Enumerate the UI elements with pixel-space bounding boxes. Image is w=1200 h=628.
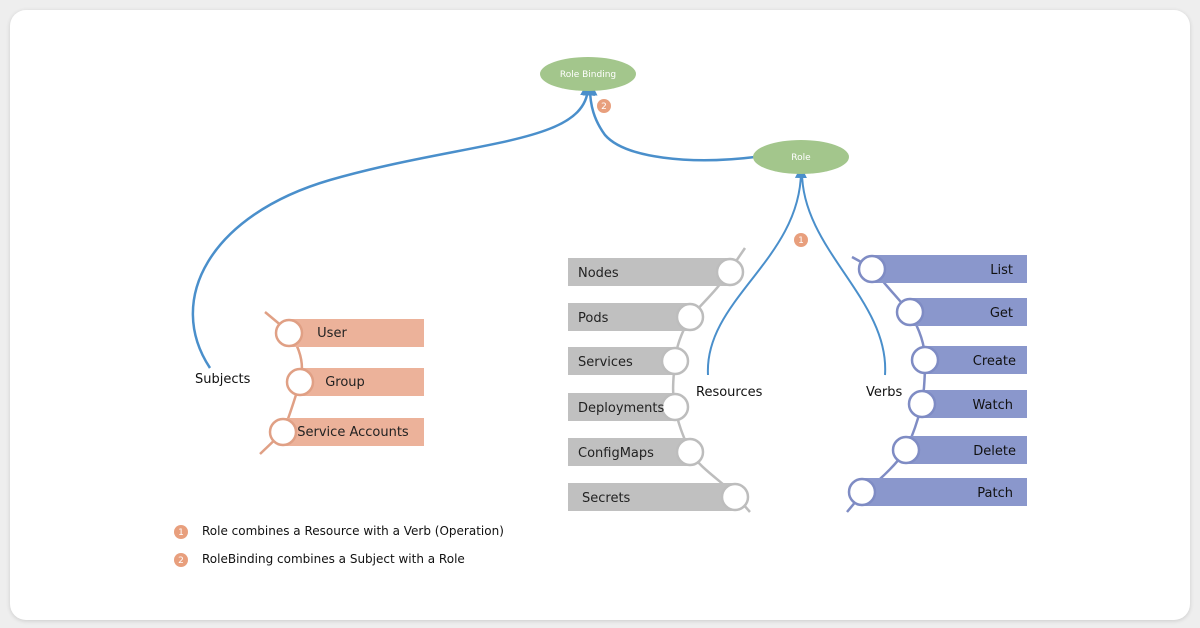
resource-label: Nodes [578, 266, 619, 281]
role-node: Role [753, 140, 849, 174]
resources-connector [671, 247, 751, 513]
resource-label: Deployments [578, 401, 665, 416]
resource-label: ConfigMaps [578, 446, 654, 461]
resource-item: ConfigMaps [568, 437, 705, 467]
edge-subjects-to-rolebinding [191, 80, 596, 369]
verb-label: Get [990, 306, 1013, 321]
subject-label: Group [325, 375, 365, 390]
resource-label: Services [578, 355, 633, 370]
verb-item: Create [910, 345, 1027, 375]
legend-text: RoleBinding combines a Subject with a Ro… [202, 552, 465, 566]
subject-label: Service Accounts [297, 425, 409, 440]
subject-label: User [317, 326, 347, 341]
svg-text:1: 1 [798, 236, 804, 246]
edge-verbs-to-role [801, 171, 887, 376]
legend-badge: 1 [178, 528, 184, 538]
subject-item: Service Accounts [268, 417, 424, 447]
resources-label: Resources [696, 385, 763, 400]
verb-item: Delete [891, 435, 1027, 465]
legend-badge: 2 [178, 556, 184, 566]
badge-two: 2 [597, 99, 611, 113]
subject-item: Group [285, 367, 424, 397]
role-binding-label: Role Binding [560, 70, 616, 80]
verb-label: Delete [973, 444, 1016, 459]
resource-item: Services [568, 346, 690, 376]
verb-item: Watch [907, 389, 1027, 419]
resource-item: Deployments [568, 392, 690, 422]
resource-item: Pods [568, 302, 705, 332]
verb-item: Get [895, 297, 1027, 327]
legend-item: 2 RoleBinding combines a Subject with a … [174, 552, 465, 567]
svg-text:2: 2 [601, 102, 607, 112]
resource-item: Nodes [568, 257, 745, 287]
resource-item: Secrets [568, 482, 750, 512]
verb-label: Create [973, 354, 1016, 369]
verb-label: Watch [973, 398, 1013, 413]
verbs-label: Verbs [866, 385, 902, 400]
verb-label: Patch [977, 486, 1013, 501]
role-binding-node: Role Binding [540, 57, 636, 91]
badge-one: 1 [794, 233, 808, 247]
verb-label: List [990, 263, 1013, 278]
subject-item: User [274, 318, 424, 348]
legend-text: Role combines a Resource with a Verb (Op… [202, 524, 504, 538]
role-label: Role [791, 153, 811, 163]
resource-label: Secrets [582, 491, 631, 506]
edge-resources-to-role [706, 166, 807, 376]
verb-item: List [857, 254, 1027, 284]
subjects-label: Subjects [195, 372, 251, 387]
legend-item: 1 Role combines a Resource with a Verb (… [174, 524, 504, 539]
verb-item: Patch [847, 477, 1027, 507]
resource-label: Pods [578, 311, 609, 326]
edge-role-to-rolebinding [582, 80, 756, 162]
